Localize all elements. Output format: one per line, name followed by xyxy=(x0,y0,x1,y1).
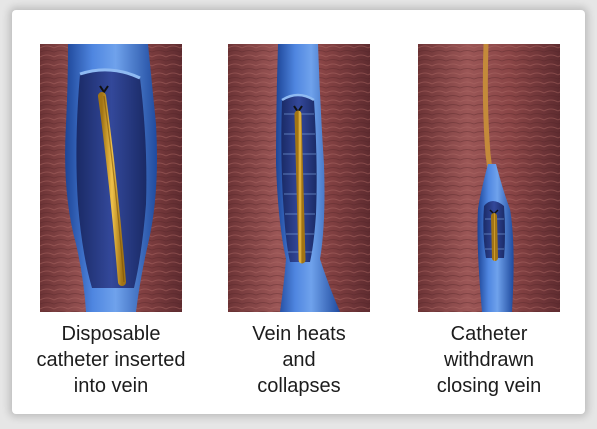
caption-line: catheter inserted xyxy=(26,347,196,373)
panel-vein-collapses xyxy=(228,44,370,312)
caption-catheter-inserted: Disposable catheter inserted into vein xyxy=(26,321,196,399)
caption-catheter-withdrawn: Catheter withdrawn closing vein xyxy=(404,321,574,399)
catheter xyxy=(494,216,495,258)
caption-line: Disposable xyxy=(26,321,196,347)
caption-line: and xyxy=(214,347,384,373)
caption-line: collapses xyxy=(214,373,384,399)
caption-line: Catheter xyxy=(404,321,574,347)
panel-catheter-withdrawn xyxy=(418,44,560,312)
catheter-withdrawn-illustration xyxy=(418,44,560,312)
catheter-inserted-illustration xyxy=(40,44,182,312)
caption-line: Vein heats xyxy=(214,321,384,347)
caption-line: withdrawn xyxy=(404,347,574,373)
caption-vein-collapses: Vein heats and collapses xyxy=(214,321,384,399)
vein-collapses-illustration xyxy=(228,44,370,312)
figure-frame: Disposable catheter inserted into vein V… xyxy=(12,10,585,414)
caption-line: closing vein xyxy=(404,373,574,399)
catheter xyxy=(298,114,302,260)
panel-catheter-inserted xyxy=(40,44,182,312)
caption-line: into vein xyxy=(26,373,196,399)
